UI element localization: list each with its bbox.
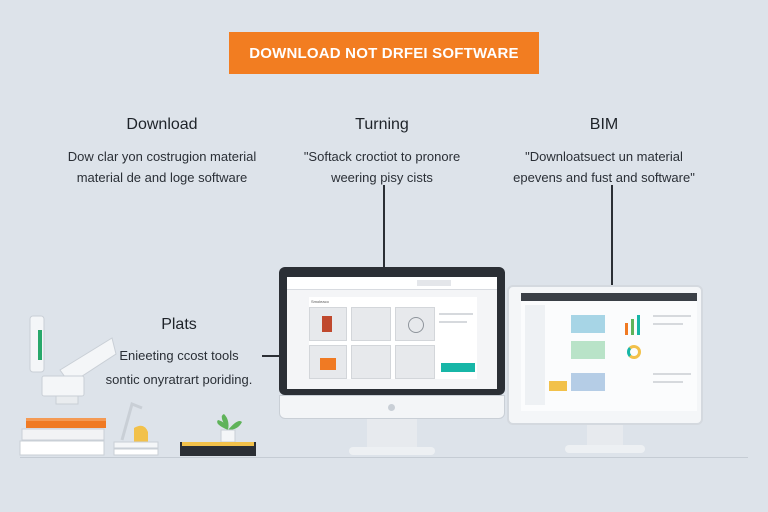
column-download: Download Dow clar yon costrugion materia… [62,116,262,188]
app-toolbar [521,293,697,301]
book-stack-icon [19,418,106,456]
column-line: Dow clar yon costrugion material [67,149,257,164]
plats-line: Enieeting ccost tools [119,348,239,363]
status-tile [549,381,567,391]
monitor-screen: Smoleaco [287,277,497,389]
donut-chart [627,345,641,359]
text-line [653,373,691,375]
text-line [653,323,683,325]
app-toolbar [287,277,497,290]
monitor-stand [367,419,417,447]
column-title: Download [126,116,198,133]
devices-tile[interactable] [395,345,435,379]
architecture-tile[interactable] [309,345,347,379]
search-input[interactable] [417,280,451,286]
plats-line: sontic onyratrart poriding. [105,372,253,387]
column-line: weering pisy cists [331,170,433,185]
bar-mark [625,323,628,335]
scanner-tile[interactable] [309,307,347,341]
desk-lamp-small-icon [113,401,159,456]
brain-tile[interactable] [395,307,435,341]
dashboard-screen [521,293,697,411]
bar-mark [637,315,640,335]
monitor-chin [279,395,505,419]
plats-title: Plats [161,316,197,333]
column-title: Turning [355,116,409,133]
plant-icon [180,414,256,456]
chart-thumb[interactable] [571,373,605,391]
plats-panel: Plats Enieeting ccost tools sontic onyra… [98,316,260,392]
column-line: "Softack croctiot to pronore [303,149,461,164]
desk-lamp-icon [29,315,117,405]
panel-label: Smoleaco [311,299,329,304]
download-button[interactable] [441,363,475,372]
text-line [653,315,691,317]
column-line: "Downloatsuect un material [525,149,683,164]
plats-description: Enieeting ccost tools sontic onyratrart … [98,344,260,392]
floor-line [20,457,748,458]
column-description: Dow clar yon costrugion material materia… [62,146,262,188]
content-panel: Smoleaco [309,297,477,379]
column-title: BIM [589,116,619,133]
column-description: "Downloatsuect un material epevens and f… [504,146,704,188]
text-line [653,381,683,383]
bar-mark [631,319,634,335]
monitor-base [565,445,645,453]
architecture-icon [320,358,336,370]
column-line: material de and loge software [76,170,248,185]
chart-thumb[interactable] [571,315,605,333]
right-monitor [507,285,703,457]
sidebar [525,305,545,405]
monitor-base [349,447,435,455]
document-tile[interactable] [351,307,391,341]
text-line [439,321,467,323]
column-bim: BIM "Downloatsuect un material epevens a… [504,116,704,188]
power-indicator [388,404,395,411]
brain-icon [408,317,424,333]
download-banner-button[interactable]: DOWNLOAD NOT DRFEI SOFTWARE [229,32,539,74]
connector-line [611,185,613,285]
chart-thumb[interactable] [571,341,605,359]
column-line: epevens and fust and software" [513,170,695,185]
text-line [439,313,473,315]
connector-line [383,185,385,268]
connector-line [262,355,280,357]
monitor-stand [587,425,623,445]
scanner-icon [322,316,332,332]
column-turning: Turning "Softack croctiot to pronore wee… [287,116,477,188]
grid-tile[interactable] [351,345,391,379]
column-description: "Softack croctiot to pronore weering pis… [287,146,477,188]
center-monitor: Smoleaco [279,267,505,457]
